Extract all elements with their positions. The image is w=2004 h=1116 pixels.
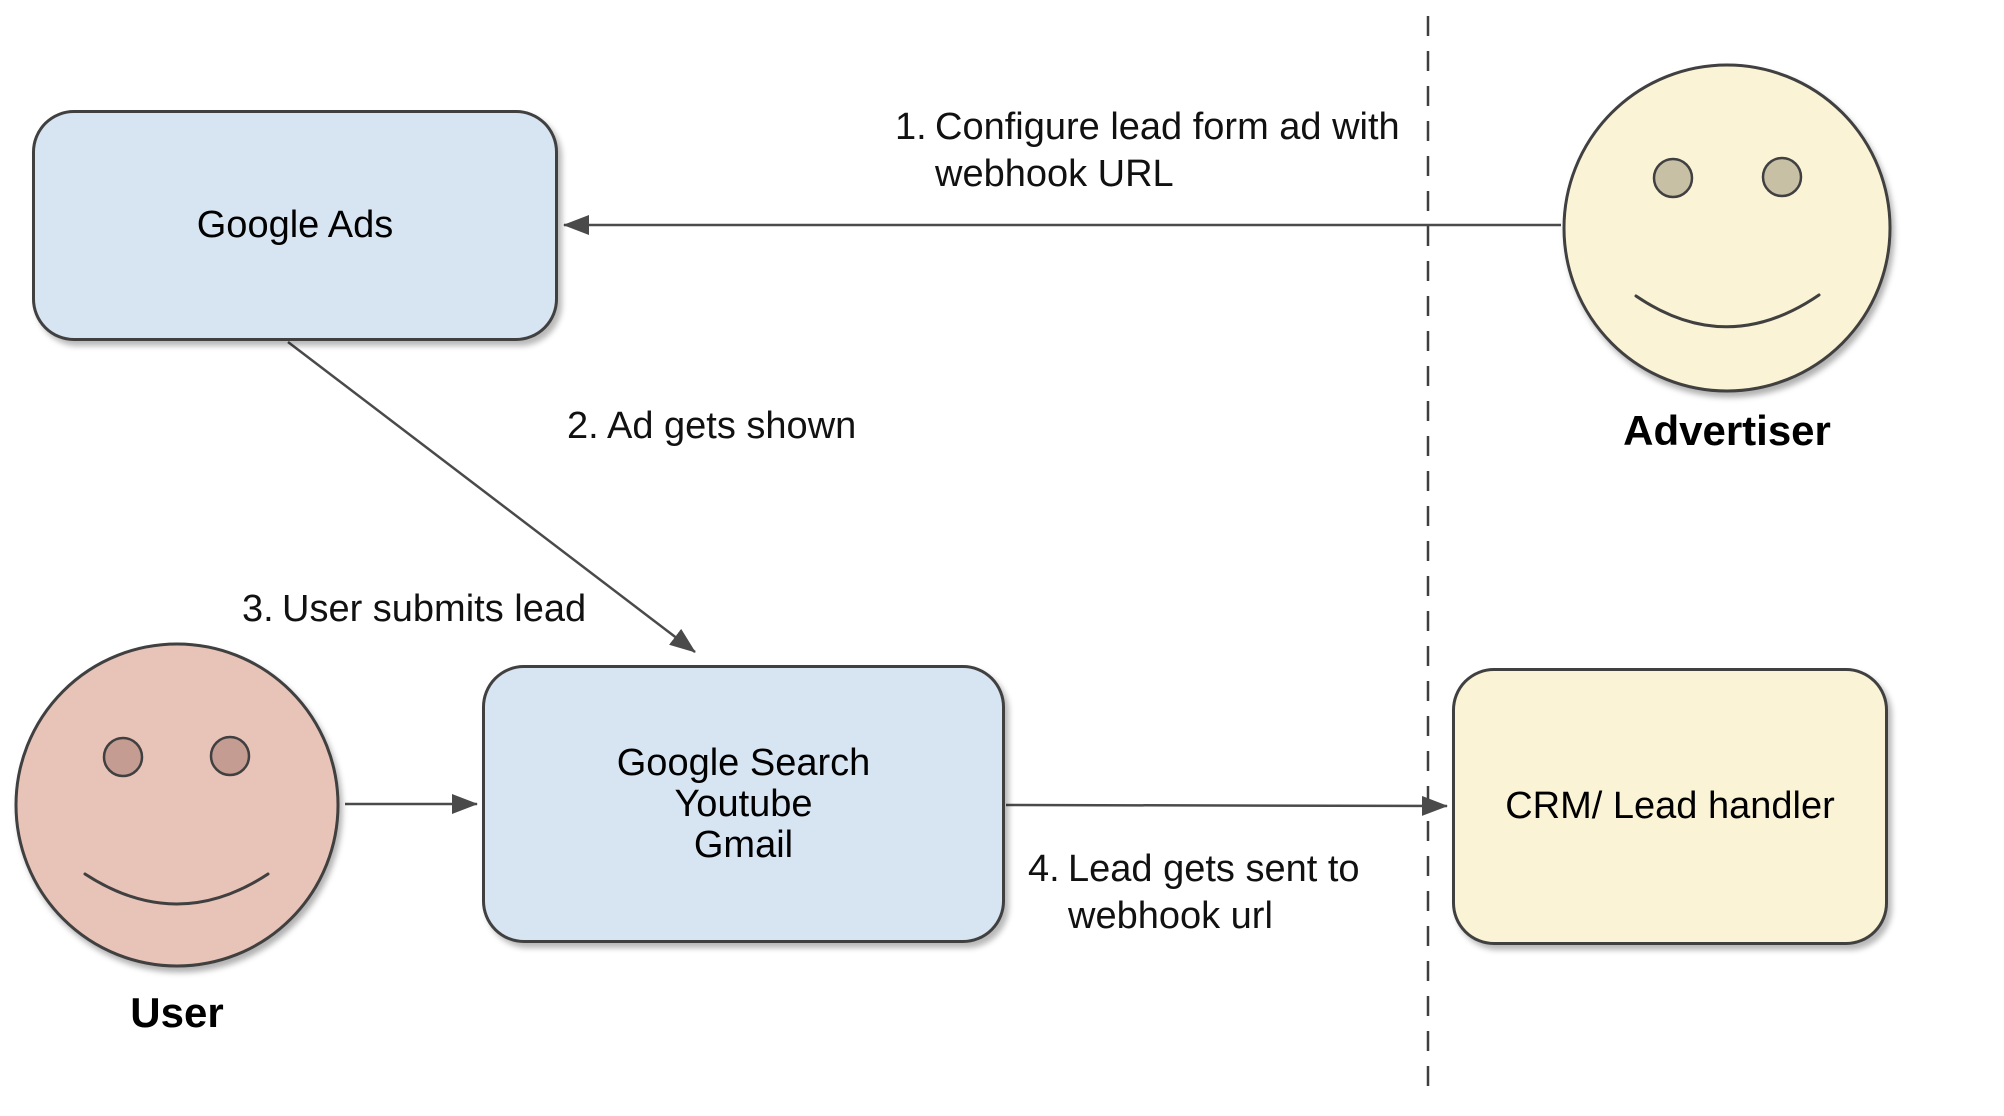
step-number: 3.: [242, 588, 274, 630]
crm-lead-handler-node: CRM/ Lead handler: [1452, 668, 1888, 945]
crm-label: CRM/ Lead handler: [1505, 785, 1835, 827]
step-label-configure-lead-form: 1. Configure lead form ad with webhook U…: [895, 104, 1400, 198]
step-text-line: Ad gets shown: [607, 405, 857, 447]
advertiser-smiley-face-icon: [1562, 63, 1892, 393]
google-surfaces-node: Google Search Youtube Gmail: [482, 665, 1005, 943]
step-label-ad-gets-shown: 2. Ad gets shown: [567, 403, 856, 450]
step-text-line: webhook url: [1068, 895, 1273, 937]
advertiser-label: Advertiser: [1623, 407, 1831, 454]
step-number: 4.: [1028, 848, 1060, 890]
google-ads-node: Google Ads: [32, 110, 558, 341]
step-label-user-submits-lead: 3. User submits lead: [242, 586, 586, 633]
google-surfaces-label-line2: Youtube: [674, 782, 813, 825]
step-number: 1.: [895, 106, 927, 148]
arrow-lead-sent-to-webhook: [1005, 795, 1448, 816]
google-surfaces-label-line1: Google Search: [616, 741, 871, 784]
user-smiley-face-icon: [14, 642, 340, 968]
step-label-lead-sent-to-webhook: 4. Lead gets sent to webhook url: [1028, 846, 1360, 940]
step-text-line: Configure lead form ad with: [935, 106, 1400, 148]
google-ads-label: Google Ads: [196, 204, 394, 246]
user-label: User: [130, 989, 224, 1036]
google-surfaces-label-line3: Gmail: [693, 823, 794, 866]
step-number: 2.: [567, 405, 599, 447]
step-text-line: User submits lead: [282, 588, 587, 630]
step-text-line: webhook URL: [935, 153, 1174, 195]
step-text-line: Lead gets sent to: [1068, 848, 1360, 890]
